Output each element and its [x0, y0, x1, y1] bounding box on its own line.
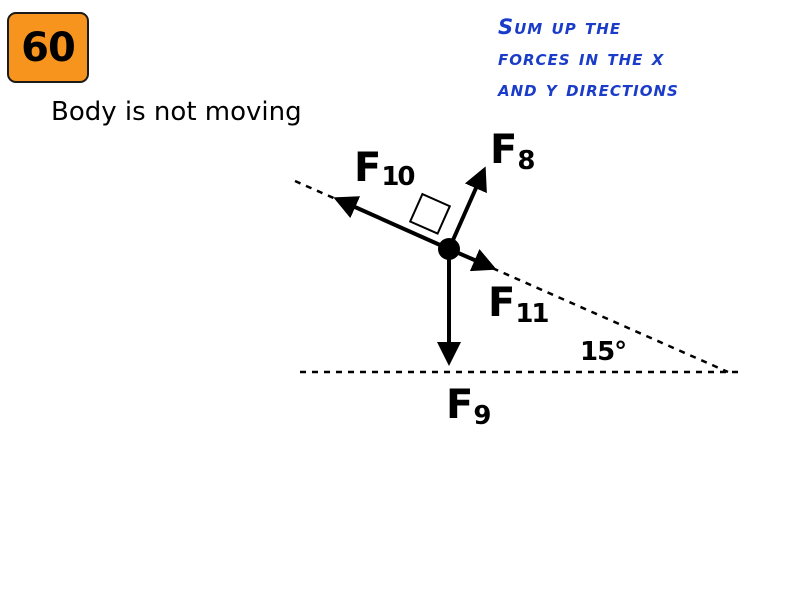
- force-label-f11-subscript: 11: [515, 299, 548, 329]
- force-label-f11-symbol: F: [488, 280, 515, 326]
- instruction-line-3: and y directions: [498, 77, 679, 101]
- body-point: [438, 238, 460, 260]
- force-label-f10: F10: [354, 145, 414, 192]
- instruction-line-2: forces in the x: [498, 46, 665, 70]
- force-label-f11: F11: [488, 280, 548, 329]
- angle-label: 15°: [580, 337, 626, 367]
- force-label-f9: F9: [446, 382, 491, 431]
- right-angle-marker: [408, 192, 452, 235]
- problem-number: 60: [21, 24, 76, 71]
- force-arrow-f8: [447, 166, 487, 250]
- force-label-f9-symbol: F: [446, 382, 473, 428]
- problem-number-badge: 60: [7, 12, 89, 83]
- force-label-f8-subscript: 8: [517, 146, 535, 176]
- status-text: Body is not moving: [51, 97, 302, 127]
- instruction-line-1: Sum up the: [498, 15, 622, 39]
- force-label-f10-symbol: F: [354, 145, 381, 191]
- force-label-f9-subscript: 9: [473, 401, 491, 431]
- force-label-f10-subscript: 10: [381, 162, 414, 192]
- force-label-f8-symbol: F: [490, 127, 517, 173]
- force-label-f8: F8: [490, 127, 535, 176]
- force-arrow-f10: [333, 196, 450, 251]
- instruction-text: Sum up the forces in the x and y directi…: [498, 12, 798, 105]
